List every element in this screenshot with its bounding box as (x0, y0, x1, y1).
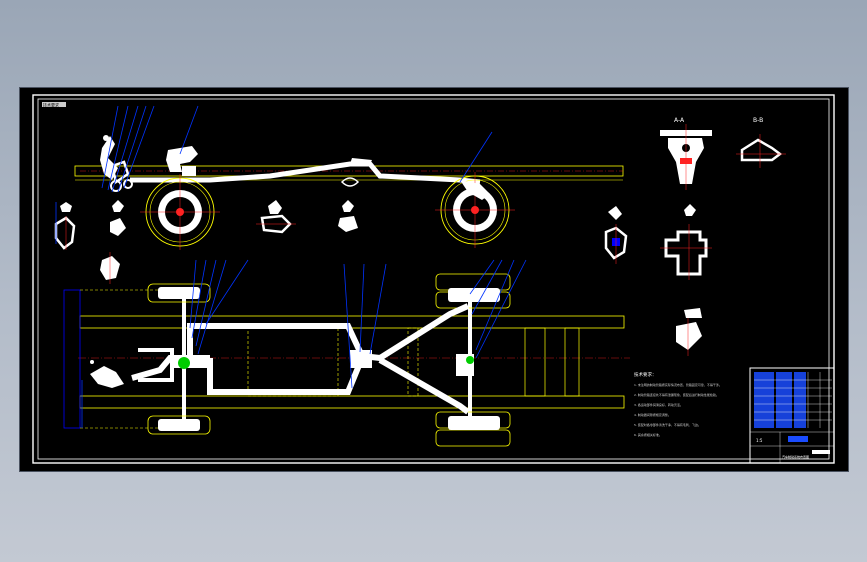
drawing-scale: 1:5 (756, 438, 763, 443)
brake-booster (166, 146, 198, 176)
detail-label-right: B-B (753, 117, 763, 124)
notes-heading: 技术要求： (634, 371, 657, 378)
notes-line: 6. 其余按相关标准。 (634, 432, 662, 437)
sheet-inner-border (37, 98, 830, 460)
sheet-border (32, 94, 835, 464)
front-axle (147, 283, 211, 435)
brake-pedal-assembly (100, 135, 133, 192)
detail-label-top: A-A (674, 117, 685, 124)
brake-system-drawing: 技术要求 (32, 94, 835, 464)
notes-line: 5. 装配时各零部件清洗干净，不得有毛刺、飞边。 (634, 422, 701, 427)
front-wheel-side (140, 174, 220, 250)
title-block: 汽车制动系统布置图 1:5 (749, 367, 835, 464)
notes-line: 1. 未注明的制动管路按实际情况布置，管路固定可靠，不得干涉。 (634, 382, 722, 387)
notes-line: 3. 各运动部件润滑良好，转动灵活。 (634, 402, 683, 407)
side-view (74, 135, 624, 250)
sheet-tag: 技术要求 (43, 102, 59, 108)
plan-view (63, 273, 630, 447)
rear-wheel-side (435, 172, 515, 248)
detail-views-right: A-A B-B (604, 117, 786, 356)
technical-notes: 技术要求： 1. 未注明的制动管路按实际情况布置，管路固定可靠，不得干涉。 2.… (634, 371, 722, 437)
notes-line: 4. 制动器间隙按规定调整。 (634, 412, 671, 417)
leader-lines (55, 105, 527, 428)
cad-viewport[interactable]: 技术要求 (20, 88, 848, 471)
drawing-name: 汽车制动系统布置图 (782, 454, 809, 459)
detail-parts-left (54, 200, 358, 284)
notes-line: 2. 制动管路连接处不得有泄漏现象，装配后进行制动性能检验。 (634, 392, 719, 397)
